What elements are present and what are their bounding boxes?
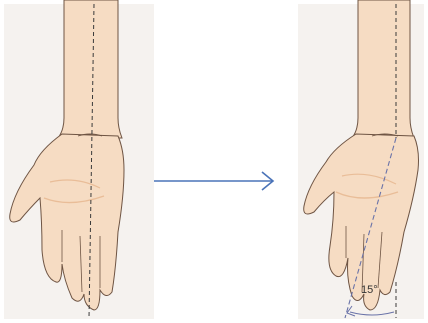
- deviated-forearm: [352, 0, 414, 138]
- deviated-hand-panel: 15°: [298, 0, 424, 319]
- transition-arrow: [154, 172, 273, 190]
- neutral-forearm: [58, 0, 122, 138]
- neutral-hand-panel: [4, 0, 154, 319]
- angle-label: 15°: [361, 284, 378, 296]
